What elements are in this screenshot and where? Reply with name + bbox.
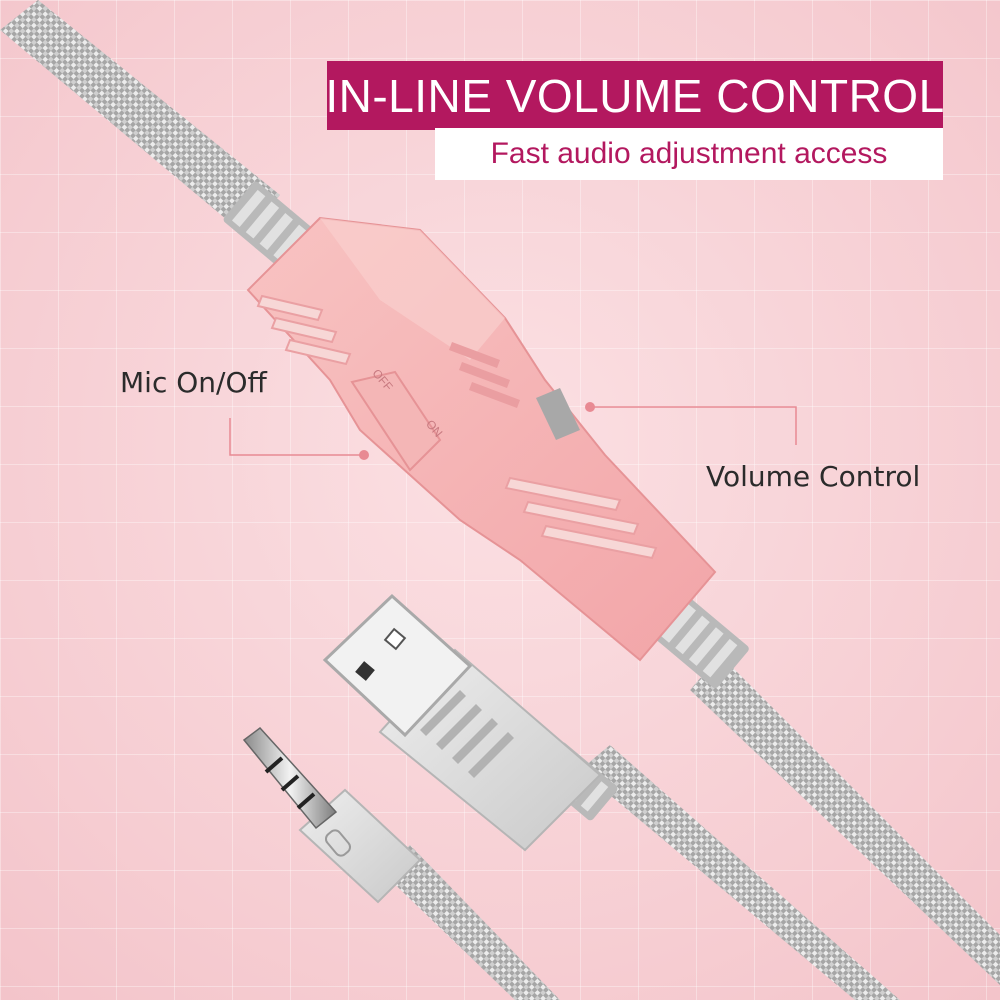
grip-ridges-left (256, 294, 352, 366)
audio-jack-body (298, 788, 422, 904)
usb-cable (580, 745, 900, 1000)
leader-dot-volume (585, 402, 595, 412)
page-subtitle: Fast audio adjustment access (490, 137, 888, 170)
audio-cable (380, 845, 560, 1000)
mic-switch (350, 370, 442, 472)
usb-slot-2 (383, 627, 407, 651)
audio-jack-icon (324, 829, 352, 857)
grip-ridges-bottom (504, 476, 658, 560)
grip-ridges-right (449, 342, 520, 408)
leader-dot-mic (359, 450, 369, 460)
page-title: IN-LINE VOLUME CONTROL (325, 69, 945, 122)
cable-upper (0, 0, 280, 235)
title-banner: IN-LINE VOLUME CONTROL (325, 61, 945, 130)
volume-wheel (536, 388, 580, 440)
volume-callout: Volume Control (706, 460, 921, 493)
remote-body (246, 216, 717, 662)
usb-slot-1 (355, 661, 375, 681)
usb-grip-lines (420, 690, 514, 778)
cable-lower (690, 655, 1000, 985)
usb-plug (322, 593, 473, 738)
audio-jack-tip (242, 726, 338, 830)
strain-relief-lower (652, 596, 749, 689)
mic-callout: Mic On/Off (120, 366, 267, 399)
leader-lines (229, 406, 797, 456)
remote-face (320, 218, 505, 360)
subtitle-banner: Fast audio adjustment access (435, 128, 943, 180)
